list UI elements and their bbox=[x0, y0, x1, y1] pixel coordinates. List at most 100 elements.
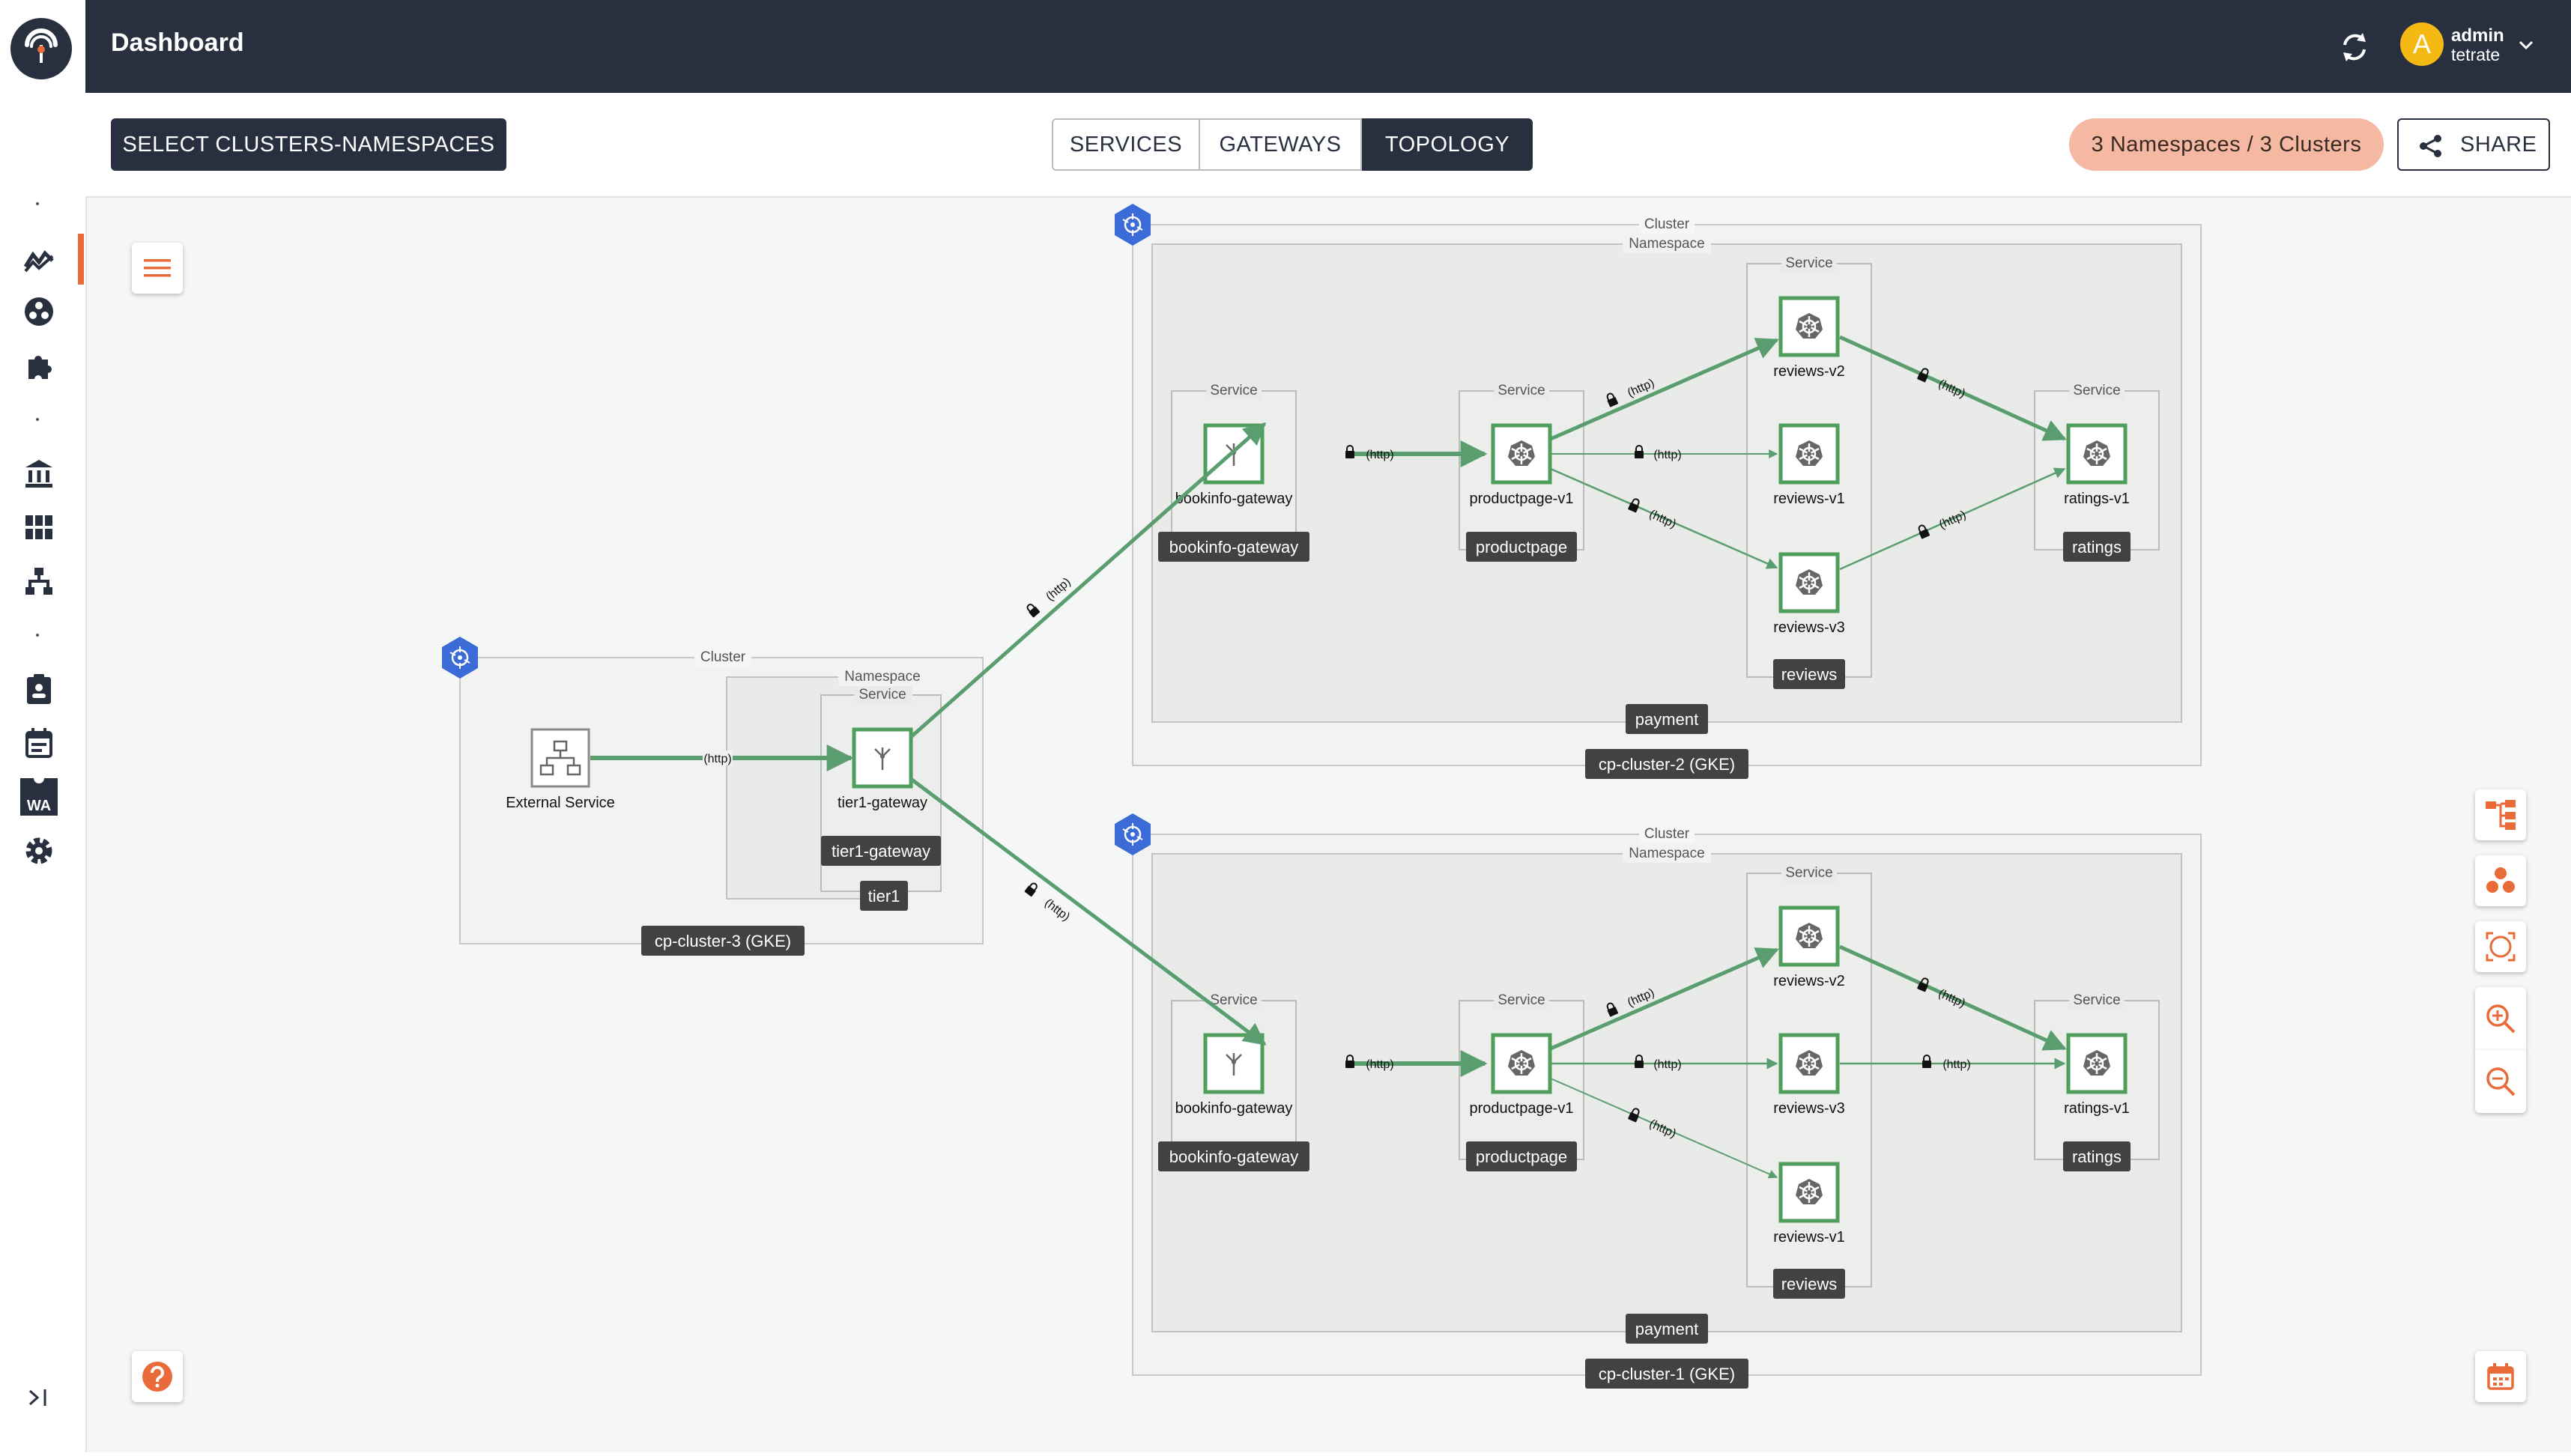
workload-node-ratings-v1[interactable] bbox=[2066, 423, 2128, 485]
tab-services[interactable]: SERVICES bbox=[1052, 118, 1200, 171]
workspaces-icon[interactable] bbox=[15, 506, 63, 548]
workload-label: ratings-v1 bbox=[2064, 491, 2130, 507]
topology-graph[interactable]: Cluster Namespace Service External Servi… bbox=[87, 198, 2571, 1452]
workload-node-reviews-v1[interactable] bbox=[1778, 423, 1840, 485]
page-title: Dashboard bbox=[111, 28, 244, 57]
tetrate-logo[interactable] bbox=[10, 18, 72, 79]
chevron-down-icon[interactable] bbox=[2516, 34, 2537, 55]
service-tag: reviews bbox=[1781, 665, 1838, 684]
zoom-out-icon bbox=[2486, 1067, 2516, 1096]
zoom-out-button[interactable] bbox=[2475, 1050, 2526, 1113]
logo-icon bbox=[25, 28, 58, 63]
settings-icon[interactable] bbox=[15, 830, 63, 872]
user-name: admin bbox=[2451, 25, 2504, 46]
edge-tier1-cluster2-gateway[interactable] bbox=[909, 422, 1267, 738]
workload-node-bookinfo-gateway[interactable] bbox=[1203, 1033, 1265, 1094]
tier1-gateway-workload-label: tier1-gateway bbox=[838, 795, 927, 811]
clipboard-icon[interactable] bbox=[15, 668, 63, 710]
cluster-label-tag: Cluster bbox=[694, 649, 751, 667]
organization-icon[interactable] bbox=[15, 452, 63, 494]
view-tabs: SERVICES GATEWAYS TOPOLOGY bbox=[1052, 118, 1533, 171]
external-service-label: External Service bbox=[506, 795, 615, 811]
avatar[interactable]: A bbox=[2400, 22, 2444, 66]
tier1-namespace-tag: tier1 bbox=[868, 887, 900, 906]
fit-to-screen-button[interactable] bbox=[2475, 921, 2526, 972]
tab-topology[interactable]: TOPOLOGY bbox=[1362, 118, 1533, 171]
sidebar: WA bbox=[0, 0, 87, 1452]
edge-productpage-reviews-v2[interactable] bbox=[1549, 338, 1779, 441]
service-tag: ratings bbox=[2072, 1147, 2122, 1166]
workload-node-reviews-v2[interactable] bbox=[1778, 906, 1840, 967]
edge-productpage-reviews-v1[interactable] bbox=[1550, 1078, 1778, 1179]
cp-cluster-1-tag: cp-cluster-1 (GKE) bbox=[1599, 1365, 1735, 1383]
service-label: Service bbox=[2073, 383, 2120, 398]
namespace-tag: payment bbox=[1635, 1320, 1698, 1338]
scope-badge[interactable]: 3 Namespaces / 3 Clusters bbox=[2069, 118, 2384, 171]
toolbar: SELECT CLUSTERS-NAMESPACES SERVICES GATE… bbox=[85, 93, 2571, 198]
workload-node-ratings-v1[interactable] bbox=[2066, 1033, 2128, 1094]
service-label: Service bbox=[1785, 255, 1832, 271]
services-icon[interactable] bbox=[15, 291, 63, 333]
edge-protocol-label: (http) bbox=[1366, 1058, 1393, 1071]
edge-protocol-label: (http) bbox=[703, 753, 731, 765]
layout-hierarchy-button[interactable] bbox=[2475, 789, 2526, 840]
zoom-in-icon bbox=[2486, 1004, 2516, 1034]
cluster-label: Cluster bbox=[1644, 216, 1690, 232]
workload-label: productpage-v1 bbox=[1470, 491, 1574, 507]
select-clusters-namespaces-button[interactable]: SELECT CLUSTERS-NAMESPACES bbox=[111, 118, 506, 171]
workload-node-reviews-v1[interactable] bbox=[1778, 1162, 1840, 1223]
workload-label: ratings-v1 bbox=[2064, 1100, 2130, 1117]
topology-canvas[interactable]: Cluster Namespace Service External Servi… bbox=[87, 198, 2571, 1452]
cluster-label: Cluster bbox=[700, 649, 746, 665]
help-icon bbox=[142, 1362, 172, 1392]
workload-node-reviews-v2[interactable] bbox=[1778, 296, 1840, 357]
cluster-label: Cluster bbox=[1644, 826, 1690, 842]
workload-node-reviews-v3[interactable] bbox=[1778, 552, 1840, 613]
expand-sidebar-icon[interactable] bbox=[15, 1377, 63, 1419]
cp-cluster-3-tag: cp-cluster-3 (GKE) bbox=[655, 932, 791, 950]
service-tag: reviews bbox=[1781, 1275, 1838, 1293]
audit-log-icon[interactable] bbox=[15, 722, 63, 764]
edge-reviews-v2-ratings[interactable] bbox=[1838, 944, 2067, 1051]
service-label: Service bbox=[1210, 383, 1257, 398]
calendar-icon bbox=[2487, 1363, 2514, 1390]
refresh-icon[interactable] bbox=[2336, 28, 2373, 66]
tab-gateways[interactable]: GATEWAYS bbox=[1200, 118, 1362, 171]
edge-productpage-reviews-v2[interactable] bbox=[1549, 947, 1779, 1051]
tier1-gateway-service-tag: tier1-gateway bbox=[832, 842, 930, 861]
service-tag: productpage bbox=[1476, 1147, 1567, 1166]
workload-label: reviews-v2 bbox=[1773, 973, 1845, 989]
edge-reviews-v3-ratings[interactable] bbox=[1839, 467, 2066, 571]
service-label: Service bbox=[1498, 383, 1545, 398]
tier1-gateway-node[interactable] bbox=[852, 727, 913, 789]
external-service-node[interactable] bbox=[530, 728, 590, 788]
layout-cluster-button[interactable] bbox=[2475, 855, 2526, 906]
share-button[interactable]: SHARE bbox=[2397, 118, 2550, 171]
workload-label: bookinfo-gateway bbox=[1175, 1100, 1293, 1117]
extensions-icon[interactable] bbox=[15, 345, 63, 386]
service-label: Service bbox=[1498, 992, 1545, 1008]
time-range-button[interactable] bbox=[2475, 1351, 2526, 1402]
user-org: tetrate bbox=[2451, 45, 2501, 64]
workload-node-productpage-v1[interactable] bbox=[1491, 1033, 1552, 1094]
active-nav-indicator bbox=[78, 234, 84, 285]
edge-productpage-reviews-v3[interactable] bbox=[1550, 467, 1778, 569]
edge-protocol-label: (http) bbox=[1366, 449, 1393, 461]
workload-label: reviews-v2 bbox=[1773, 363, 1845, 380]
workload-node-productpage-v1[interactable] bbox=[1491, 423, 1552, 485]
wasm-icon[interactable]: WA bbox=[15, 776, 63, 818]
workload-node-reviews-v3[interactable] bbox=[1778, 1033, 1840, 1094]
service-label: Service bbox=[1785, 865, 1832, 881]
hierarchy-icon[interactable] bbox=[15, 560, 63, 602]
namespace-label: Namespace bbox=[1629, 846, 1704, 861]
metrics-icon[interactable] bbox=[15, 238, 63, 280]
zoom-in-button[interactable] bbox=[2475, 987, 2526, 1050]
edge-tier1-cluster1-gateway[interactable] bbox=[909, 777, 1267, 1046]
service-tag: bookinfo-gateway bbox=[1169, 538, 1298, 556]
legend-menu-button[interactable] bbox=[132, 243, 183, 294]
cp-cluster-2-tag: cp-cluster-2 (GKE) bbox=[1599, 755, 1735, 774]
help-button[interactable] bbox=[132, 1351, 183, 1402]
wasm-icon-text: WA bbox=[27, 798, 51, 814]
namespace-label: Namespace bbox=[844, 669, 920, 685]
edge-reviews-v2-ratings[interactable] bbox=[1838, 335, 2067, 441]
